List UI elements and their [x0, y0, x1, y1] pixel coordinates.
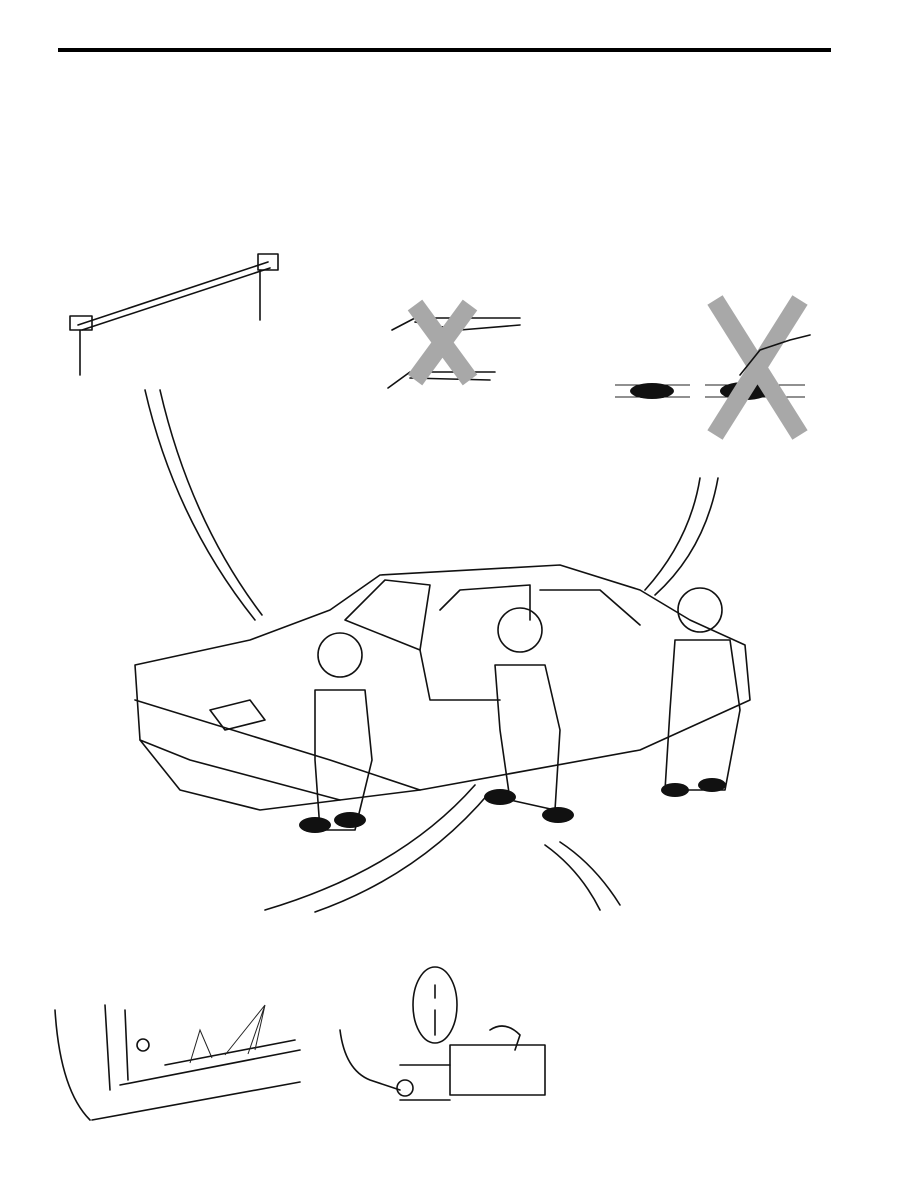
arrow-icon: [144, 389, 256, 621]
arrow-icon: [644, 477, 701, 591]
header-rule: [58, 48, 831, 52]
gauge-tool-figure: [69, 253, 279, 376]
sill-spot-weld-figure: [54, 1004, 301, 1121]
weld-grinding-prohibited-figure: [615, 295, 811, 440]
torch-prohibited-figure: [387, 299, 521, 389]
spot-welder-figure: [339, 966, 546, 1101]
arrows: [144, 389, 719, 913]
arrow-icon: [159, 389, 263, 616]
arrow-icon: [544, 844, 601, 911]
car-body-figure: [134, 564, 751, 811]
arrow-icon: [314, 791, 491, 913]
arrow-icon: [559, 841, 621, 906]
arrow-icon: [264, 784, 476, 911]
worker-figures: [299, 587, 741, 833]
arrow-icon: [654, 477, 719, 596]
